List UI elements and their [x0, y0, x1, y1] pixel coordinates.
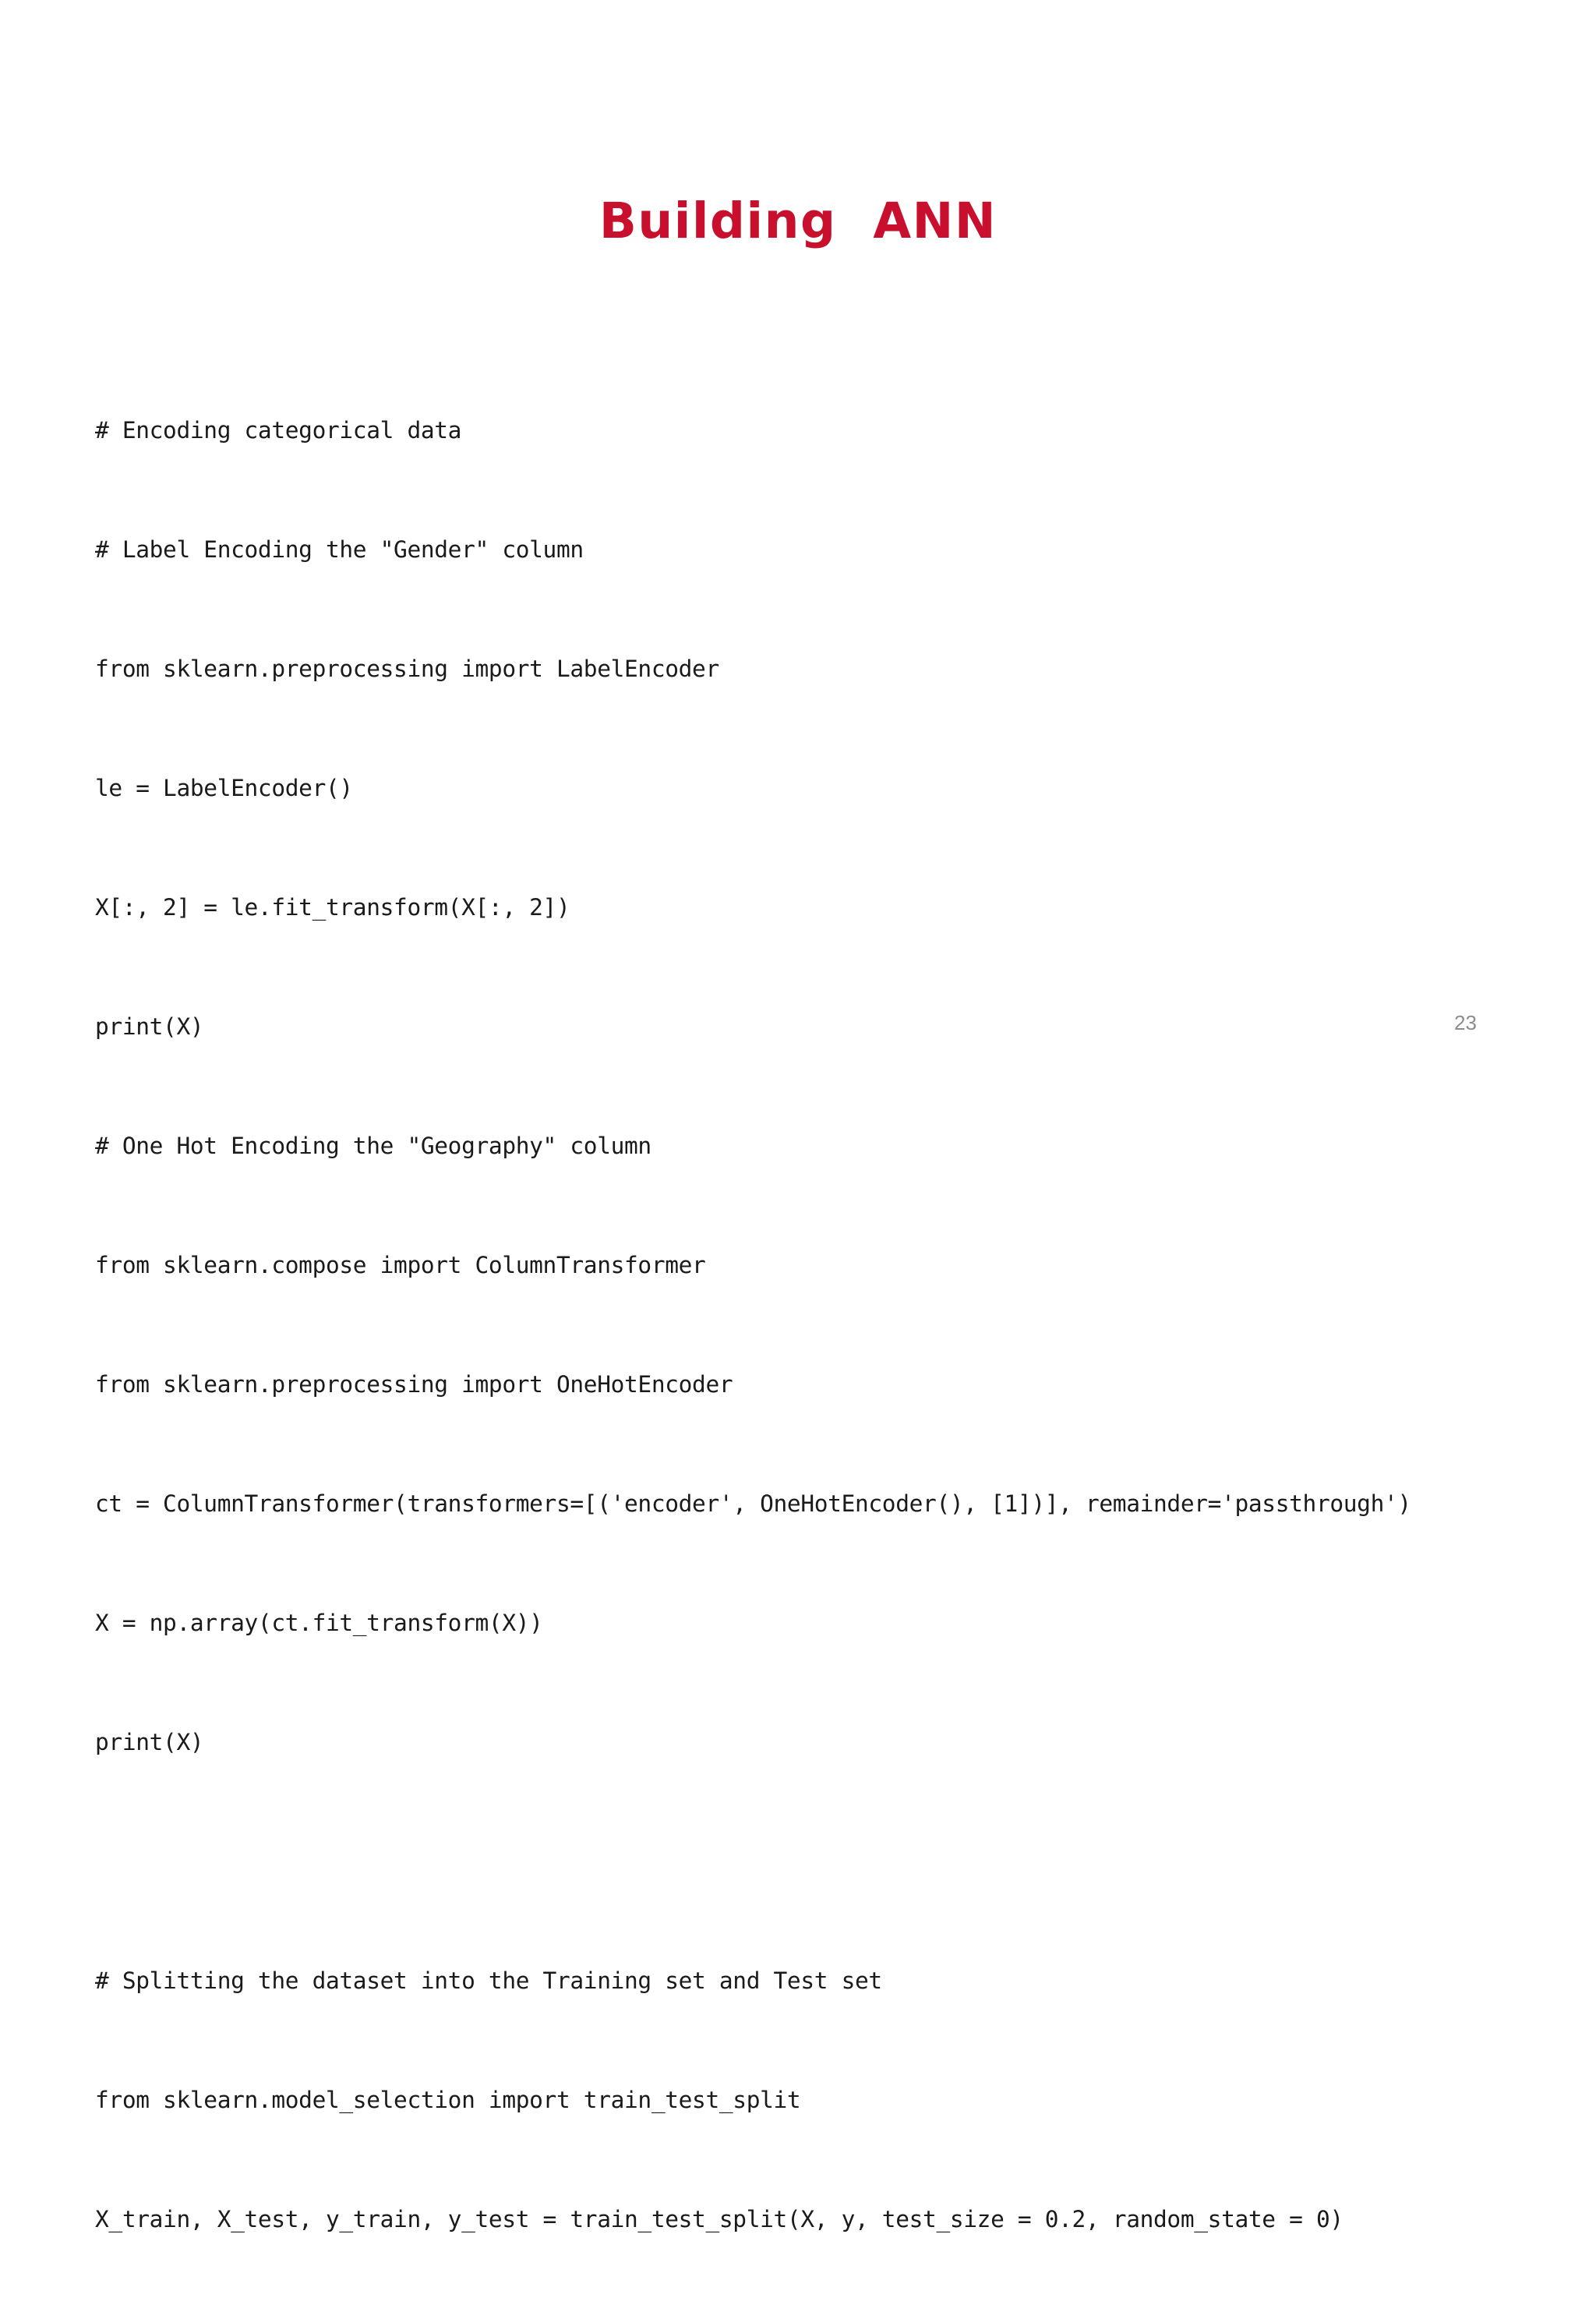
code-line: from sklearn.preprocessing import LabelE…	[95, 656, 719, 682]
code-line: # Encoding categorical data	[95, 417, 462, 444]
code-line: X[:, 2] = le.fit_transform(X[:, 2])	[95, 894, 570, 921]
code-line-blank	[95, 1842, 1545, 1882]
code-line: print(X)	[95, 1729, 204, 1755]
code-block: # Encoding categorical data # Label Enco…	[95, 331, 1545, 2319]
code-line: print(X)	[95, 1013, 204, 1040]
code-line: ct = ColumnTransformer(transformers=[('e…	[95, 1490, 1411, 1517]
code-line: # Label Encoding the "Gender" column	[95, 536, 584, 563]
page-title: Building ANN	[598, 193, 998, 249]
code-line: X = np.array(ct.fit_transform(X))	[95, 1610, 543, 1636]
code-line: from sklearn.preprocessing import OneHot…	[95, 1371, 733, 1398]
code-line: # One Hot Encoding the "Geography" colum…	[95, 1133, 651, 1159]
code-line: le = LabelEncoder()	[95, 775, 353, 801]
page-number: 23	[1454, 1011, 1477, 1034]
code-line: # Splitting the dataset into the Trainin…	[95, 1967, 882, 1994]
slide-canvas: Building ANN # Encoding categorical data…	[95, 193, 1477, 2232]
code-line: from sklearn.compose import ColumnTransf…	[95, 1252, 706, 1278]
code-line: from sklearn.model_selection import trai…	[95, 2087, 801, 2113]
code-line: X_train, X_test, y_train, y_test = train…	[95, 2206, 1344, 2232]
